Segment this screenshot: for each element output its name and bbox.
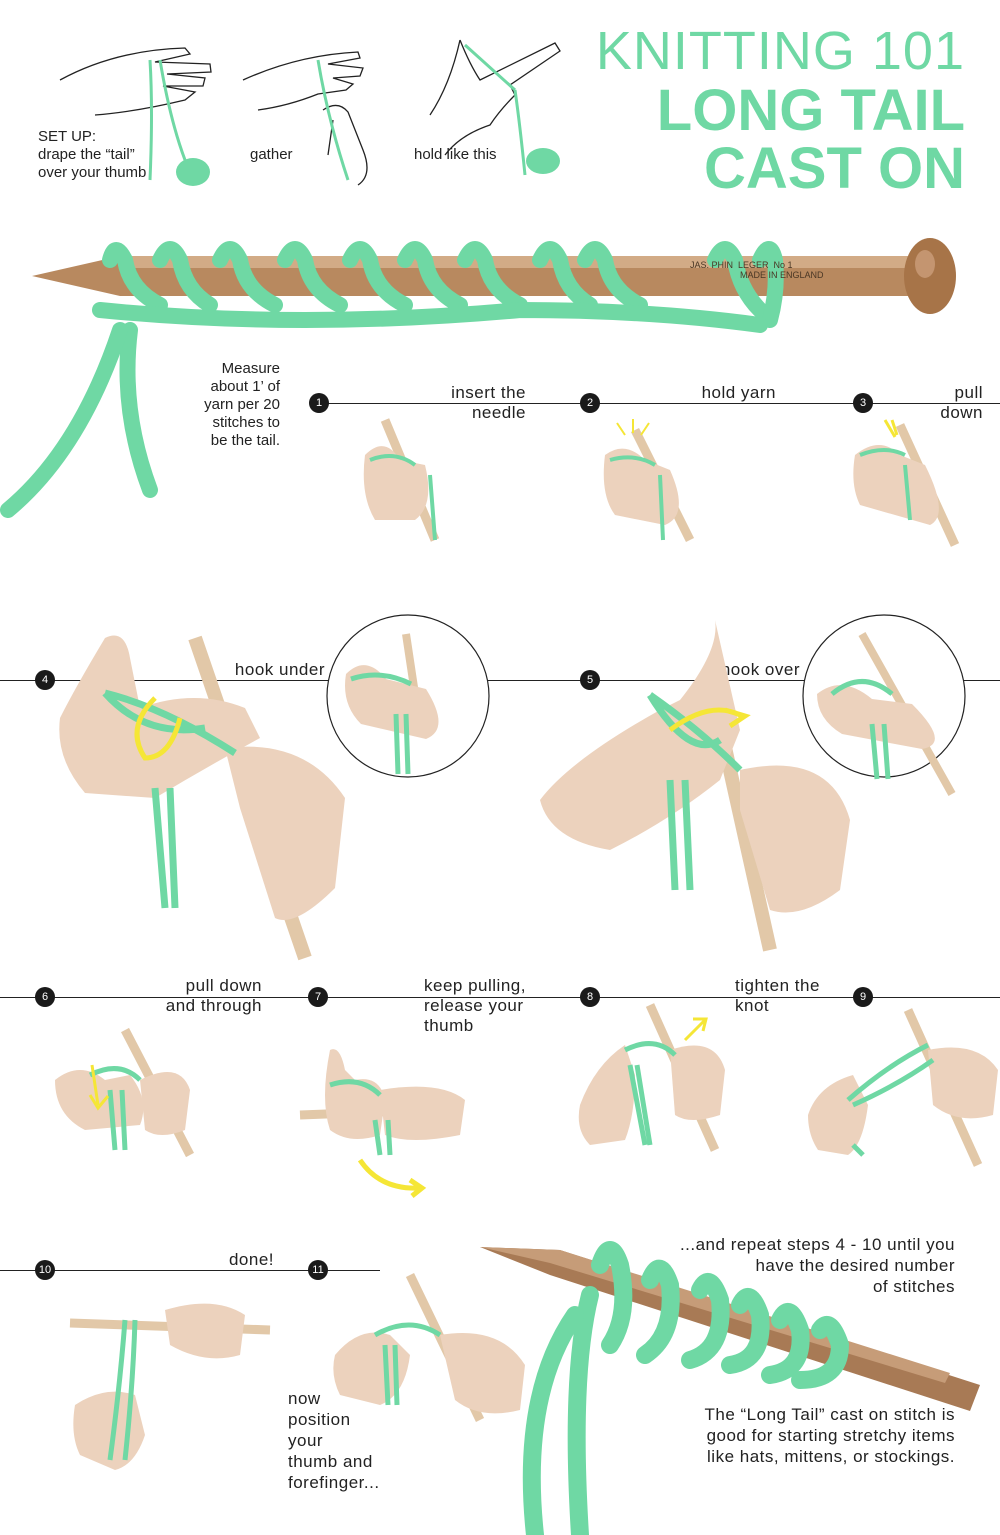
step-11-note: now position your thumb and forefinger..… [288, 1388, 408, 1493]
needle-stamp-2: MADE IN ENGLAND [740, 270, 824, 280]
step-3-label: pull down [940, 383, 983, 422]
setup-caption-2: gather [250, 146, 293, 163]
page-title: KNITTING 101 [595, 21, 965, 81]
setup-caption-1b: drape the “tail” [38, 146, 135, 163]
setup-caption-1a: SET UP: [38, 128, 97, 145]
step-2-label: hold yarn [701, 383, 776, 402]
step-11-note-3: your [288, 1431, 324, 1450]
step-11-note-5: forefinger... [288, 1473, 380, 1492]
measure-note-5: be the tail. [210, 432, 280, 449]
measure-note-1: Measure [221, 360, 280, 377]
step-4-illustration [59, 635, 345, 961]
step-6-label: pull down and through [165, 976, 262, 1015]
long-tail-note-1: The “Long Tail” cast on stitch is [704, 1405, 955, 1424]
step-9-number: 9 [853, 987, 873, 1007]
step-8-label: tighten the knot [735, 976, 820, 1015]
repeat-note-1: ...and repeat steps 4 - 10 until you [679, 1235, 955, 1254]
step-4-detail-circle [326, 614, 490, 778]
repeat-note: ...and repeat steps 4 - 10 until you hav… [640, 1234, 955, 1297]
step-11-note-4: thumb and [288, 1452, 373, 1471]
step-5-number: 5 [580, 670, 600, 690]
long-tail-note: The “Long Tail” cast on stitch is good f… [640, 1404, 955, 1467]
step-2-illustration [603, 419, 695, 543]
step-6-number: 6 [35, 987, 55, 1007]
step-4-number: 4 [35, 670, 55, 690]
step-7-illustration [299, 1049, 465, 1198]
measure-note-4: stitches to [212, 414, 280, 431]
step-3-illustration [853, 419, 960, 547]
step-2-number: 2 [580, 393, 600, 413]
subtitle-line-2: CAST ON [704, 136, 965, 201]
finished-stitches-illustration [480, 1241, 980, 1535]
measure-note: Measure about 1’ of yarn per 20 stitches… [190, 360, 280, 450]
measure-note-3: yarn per 20 [204, 396, 280, 413]
step-1-illustration [363, 418, 440, 542]
long-tail-note-2: good for starting stretchy items [706, 1426, 955, 1445]
row-2-rule [0, 680, 1000, 681]
needle-stamp-1: JAS. PHIN LEGER No 1 [690, 260, 793, 270]
step-10-illustration [69, 1303, 271, 1470]
repeat-note-3: of stitches [872, 1277, 955, 1296]
setup-caption-3: hold like this [414, 146, 497, 163]
step-5-label: hook over [720, 660, 800, 679]
page-subtitle: LONG TAIL CAST ON [560, 82, 965, 198]
row-3-rule [0, 997, 1000, 998]
setup-gather-illustration [242, 51, 368, 186]
step-1-number: 1 [309, 393, 329, 413]
step-4-label: hook under [234, 660, 325, 679]
step-10-number: 10 [35, 1260, 55, 1280]
step-7-label: keep pulling, release your thumb [424, 976, 526, 1035]
step-3-number: 3 [853, 393, 873, 413]
repeat-note-2: have the desired number [755, 1256, 955, 1275]
measure-note-2: about 1’ of [210, 378, 281, 395]
setup-caption-1c: over your thumb [38, 164, 147, 181]
step-8-number: 8 [580, 987, 600, 1007]
step-7-number: 7 [308, 987, 328, 1007]
step-9-illustration [808, 1008, 998, 1167]
step-11-note-2: position [288, 1410, 351, 1429]
row-4-rule [0, 1270, 380, 1271]
setup-caption-1: SET UP: drape the “tail” over your thumb [38, 128, 146, 182]
step-1-label: insert the needle [451, 383, 526, 422]
step-11-illustration [333, 1273, 525, 1422]
step-6-illustration [55, 1027, 194, 1158]
step-5-illustration [540, 620, 850, 952]
step-10-label: done! [228, 1250, 274, 1269]
cast-on-needle-illustration: JAS. PHIN LEGER No 1 MADE IN ENGLAND [0, 238, 956, 518]
subtitle-line-1: LONG TAIL [656, 78, 965, 143]
long-tail-note-3: like hats, mittens, or stockings. [707, 1447, 955, 1466]
setup-hold-illustration [429, 39, 561, 176]
row-1-rule [318, 403, 1000, 404]
step-11-number: 11 [308, 1260, 328, 1280]
step-5-detail-circle [802, 614, 966, 796]
step-8-illustration [578, 1003, 725, 1152]
setup-drape-illustration [59, 47, 212, 186]
step-11-note-1: now [288, 1389, 321, 1408]
